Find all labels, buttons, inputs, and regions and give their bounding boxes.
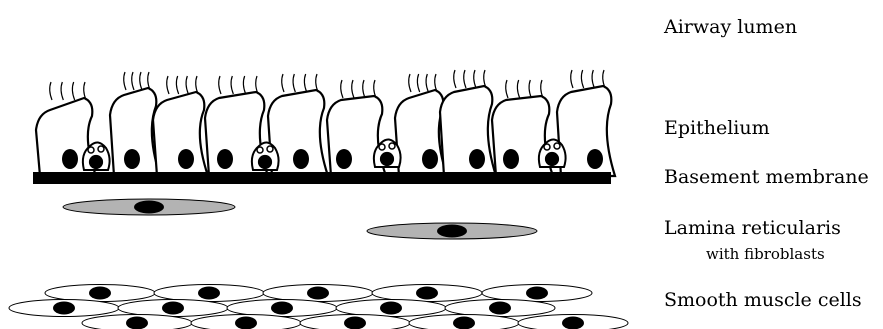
cilium (282, 74, 284, 92)
label-basement-membrane: Basement membrane (664, 166, 869, 188)
smooth-muscle-cell (45, 285, 155, 302)
epithelial-cell (440, 86, 496, 176)
smooth-muscle-cell (482, 285, 592, 302)
epithelial-cell (395, 90, 447, 176)
cell-nucleus (469, 149, 485, 169)
smooth-muscle-cell (518, 315, 628, 329)
cilium (352, 80, 354, 98)
cell-nucleus (422, 149, 438, 169)
smooth-muscle-cell (82, 315, 192, 329)
cilium (363, 80, 365, 98)
cilium (243, 76, 245, 94)
cilium (571, 70, 573, 88)
cilium (454, 70, 456, 88)
cilium (61, 82, 63, 100)
smooth-muscle-cell (154, 285, 264, 302)
smooth-muscle-layer (9, 285, 628, 329)
cilium (464, 70, 466, 88)
label-epithelium: Epithelium (664, 117, 770, 139)
smooth-muscle-cell (9, 300, 119, 317)
cilium (124, 72, 126, 90)
label-lamina-reticularis: Lamina reticularis (664, 217, 841, 239)
cell-nucleus (178, 149, 194, 169)
smooth-muscle-cell (227, 300, 337, 317)
cell-nucleus (293, 149, 309, 169)
cilium (50, 82, 52, 100)
cell-nucleus (217, 149, 233, 169)
cilium (581, 70, 583, 88)
cilium (293, 74, 295, 92)
smooth-muscle-cell (300, 315, 410, 329)
cilium (231, 76, 233, 94)
cilium (409, 74, 411, 92)
label-airway-lumen: Airway lumen (663, 16, 797, 38)
smooth-muscle-cell (372, 285, 482, 302)
cilium (506, 80, 508, 98)
cilium (529, 80, 531, 98)
cell-nucleus (336, 149, 352, 169)
cilium (176, 76, 178, 94)
smooth-muscle-cell (409, 315, 519, 329)
smooth-muscle-cell (118, 300, 228, 317)
cell-nucleus (503, 149, 519, 169)
cilium (186, 76, 188, 94)
smooth-muscle-cell (445, 300, 555, 317)
cell-nucleus (124, 149, 140, 169)
cilium (132, 72, 134, 90)
label-smooth-muscle-cells: Smooth muscle cells (664, 289, 862, 311)
cilium (417, 74, 419, 92)
cilium (517, 80, 519, 98)
cilium (72, 82, 74, 100)
cilium (140, 72, 142, 90)
cilium (341, 80, 343, 98)
cell-nucleus (62, 149, 78, 169)
cilium (592, 70, 594, 88)
fibroblast (63, 199, 235, 215)
smooth-muscle-cell (336, 300, 446, 317)
basement-membrane (33, 172, 611, 184)
epithelium-layer (36, 86, 615, 176)
cilium (474, 70, 476, 88)
smooth-muscle-cell (191, 315, 301, 329)
cilium (426, 74, 428, 92)
cilium (304, 74, 306, 92)
cilium (219, 76, 221, 94)
fibroblast (367, 223, 537, 239)
smooth-muscle-cell (263, 285, 373, 302)
cell-nucleus (587, 149, 603, 169)
label-with-fibroblasts: with fibroblasts (706, 245, 825, 263)
cilium (167, 76, 169, 94)
